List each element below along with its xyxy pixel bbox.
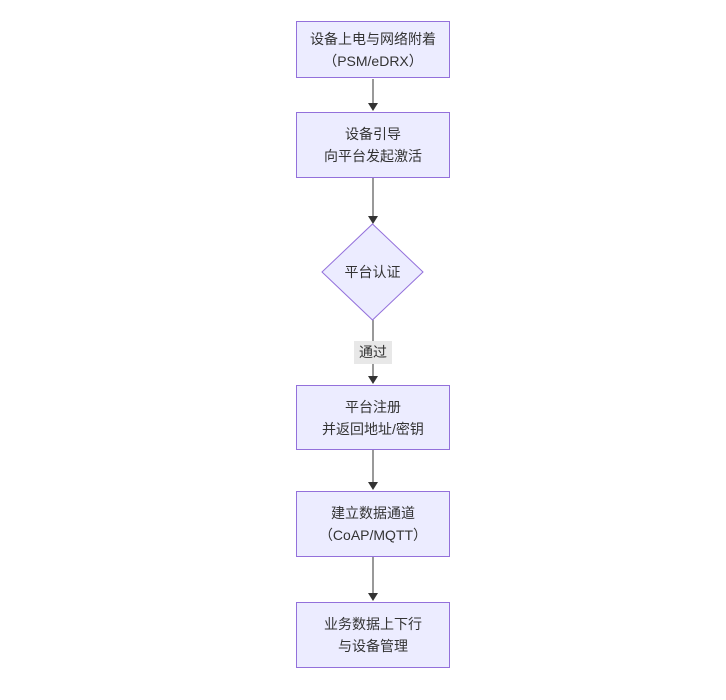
node-label-line: 设备上电与网络附着 (310, 30, 436, 47)
node-label-line: 与设备管理 (338, 638, 408, 654)
arrow-node5-node6 (368, 557, 378, 601)
node-label-line: （PSM/eDRX） (323, 52, 423, 69)
arrow-down-icon (368, 593, 378, 601)
arrow-down-icon (368, 376, 378, 384)
node-label-line: 设备引导 (345, 126, 401, 142)
arrow-node1-node2 (368, 79, 378, 111)
node-device-bootstrap: 设备引导 向平台发起激活 (296, 112, 450, 178)
node-business-data: 业务数据上下行 与设备管理 (296, 602, 450, 668)
node-platform-auth-label: 平台认证 (344, 264, 401, 280)
node-label-line: 并返回地址/密钥 (322, 420, 424, 437)
arrow-node4-node5 (368, 450, 378, 490)
node-power-network-attach: 设备上电与网络附着 （PSM/eDRX） (296, 21, 450, 78)
node-label-line: 建立数据通道 (331, 505, 415, 521)
node-label-line: 平台注册 (345, 398, 401, 415)
node-data-channel: 建立数据通道 （CoAP/MQTT） (296, 491, 450, 557)
decision-diamond (321, 223, 424, 321)
edge-label-pass: 通过 (354, 341, 392, 364)
node-label-line: 向平台发起激活 (324, 148, 422, 164)
node-label-line: 业务数据上下行 (324, 616, 422, 632)
arrow-down-icon (368, 482, 378, 490)
node-platform-register: 平台注册 并返回地址/密钥 (296, 385, 450, 450)
arrow-down-icon (368, 216, 378, 224)
arrow-down-icon (368, 103, 378, 111)
node-label-line: （CoAP/MQTT） (318, 527, 428, 543)
arrow-node2-decision (368, 178, 378, 224)
